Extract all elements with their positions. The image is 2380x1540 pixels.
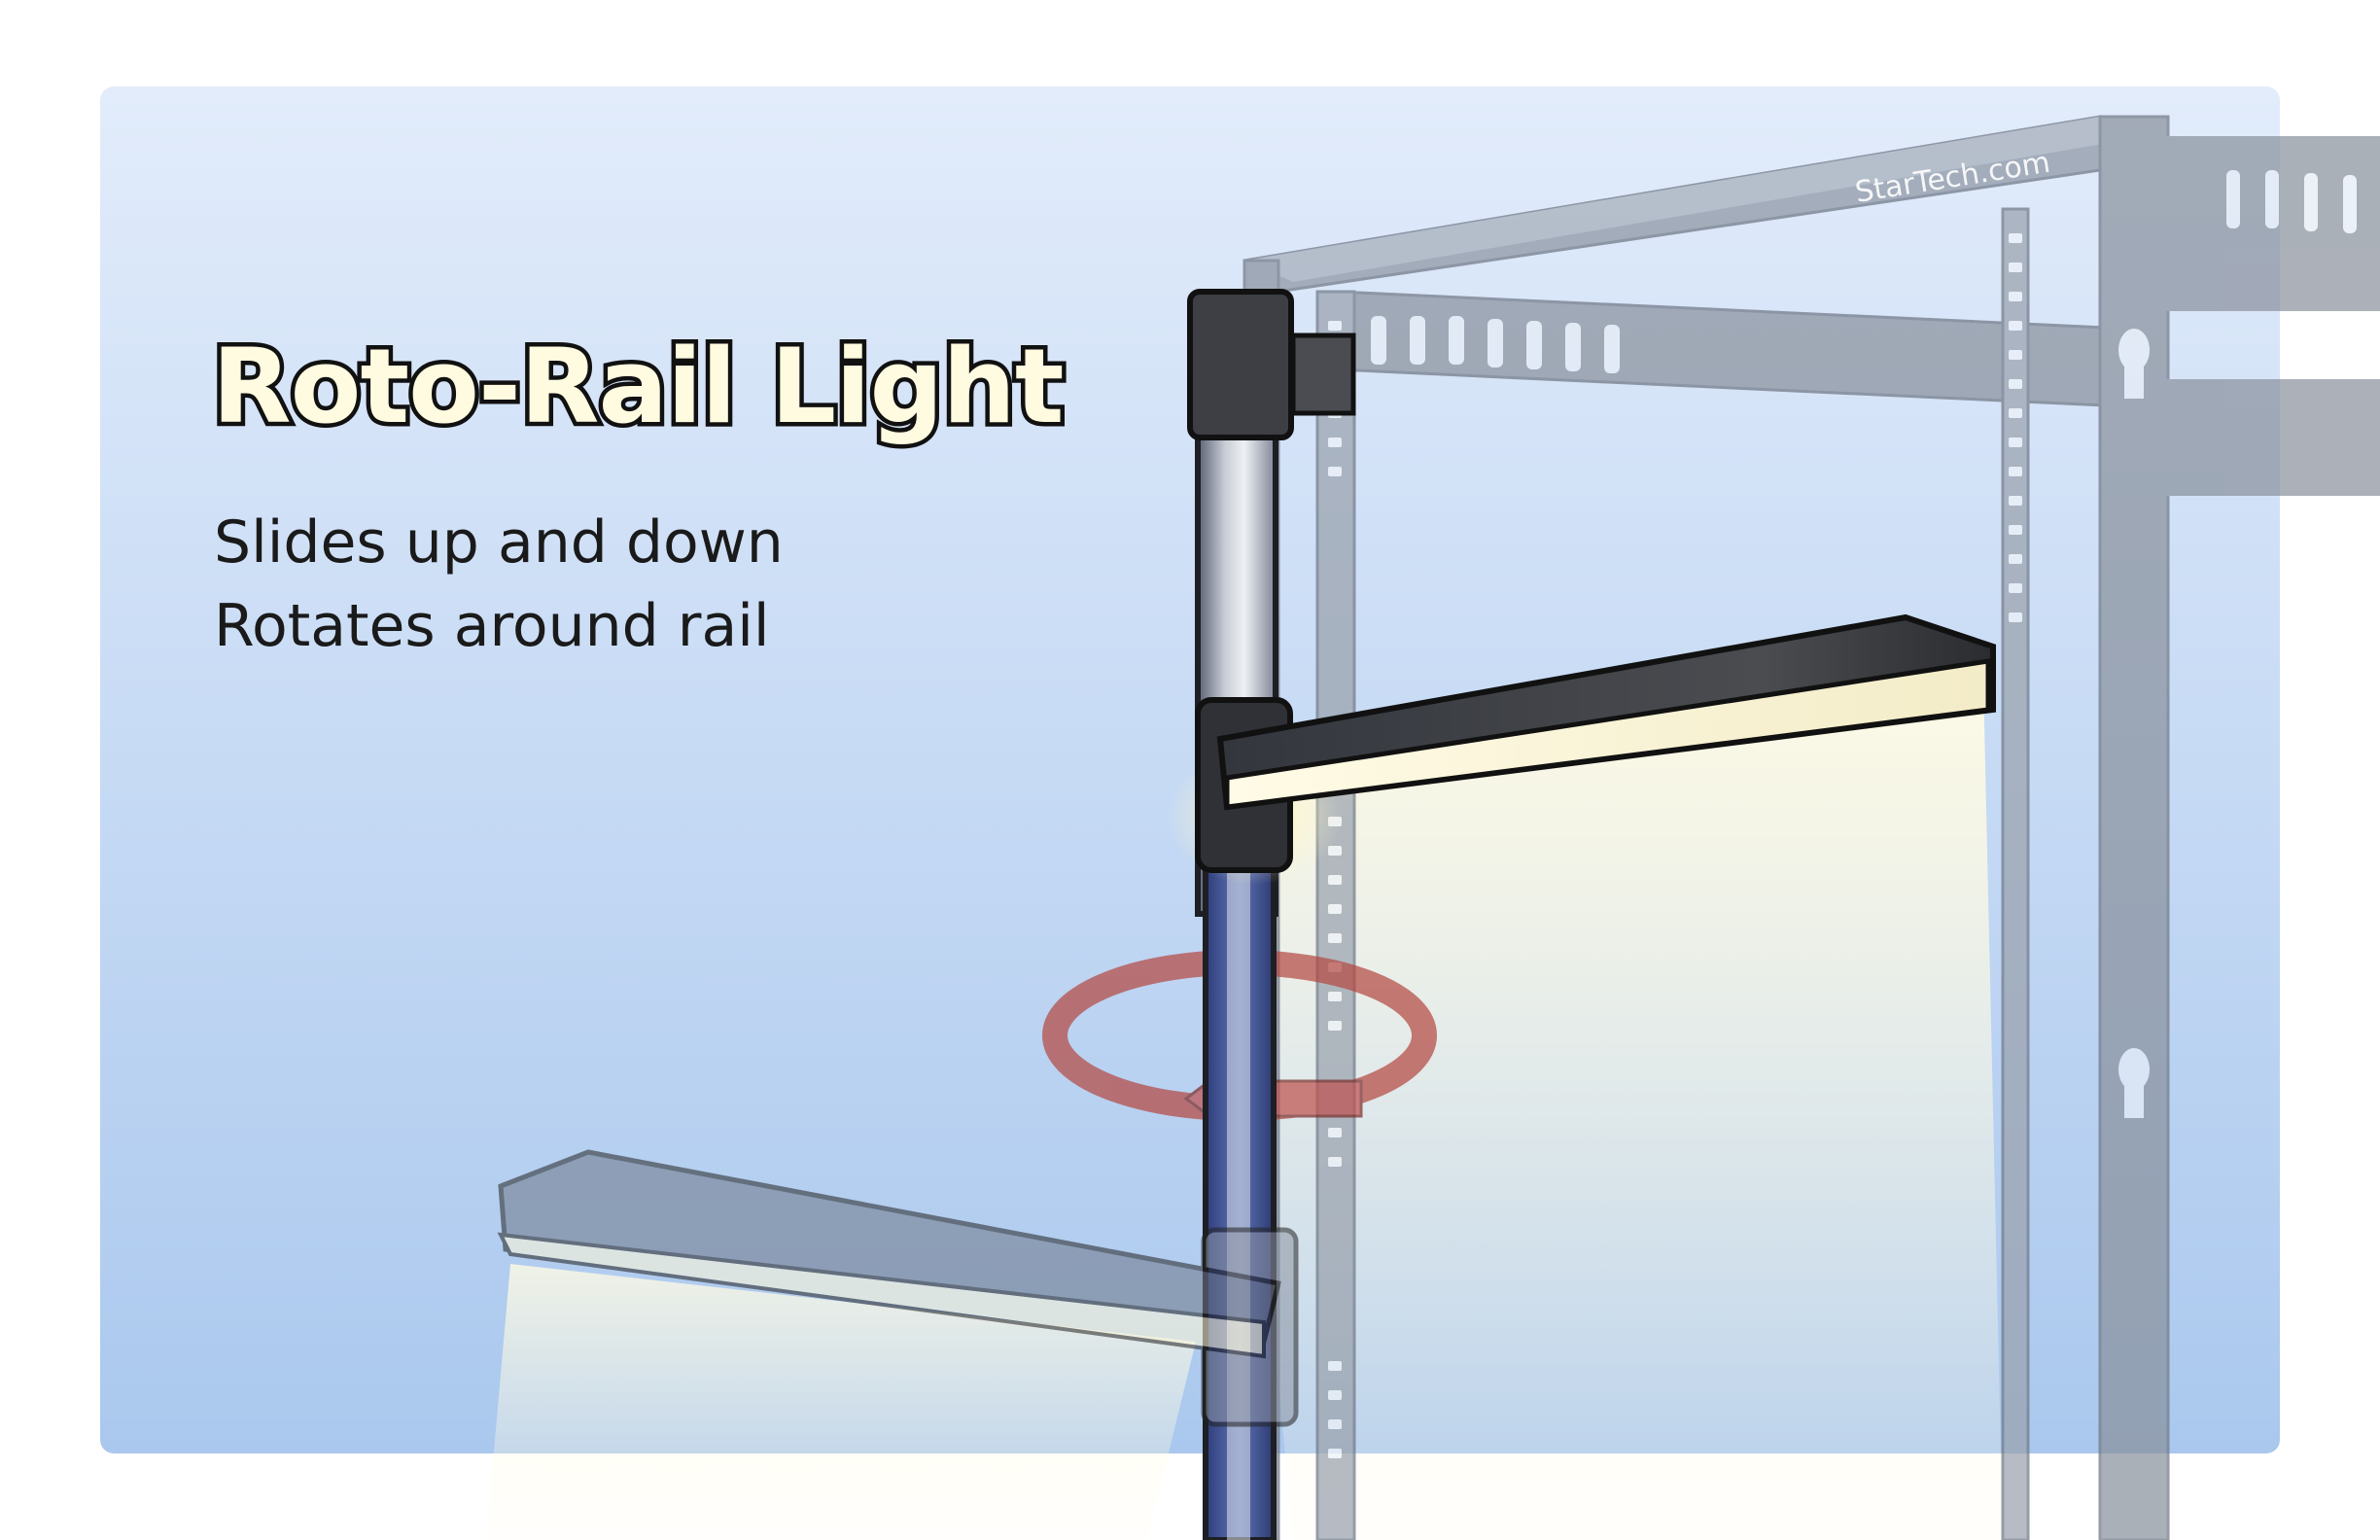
- feature-slides: Slides up and down: [214, 508, 784, 577]
- feature-list: Slides up and down Rotates around rail: [214, 501, 784, 668]
- server-rack: [1242, 115, 2380, 1540]
- lower-lamp-ghost: [497, 1149, 1299, 1427]
- page-title: Roto-Rail Light: [208, 327, 1069, 446]
- upper-light-beam: [1225, 681, 2003, 1540]
- upper-lamp: [1167, 613, 1996, 885]
- feature-rotates: Rotates around rail: [214, 592, 770, 660]
- lower-light-beam: [486, 1264, 1196, 1540]
